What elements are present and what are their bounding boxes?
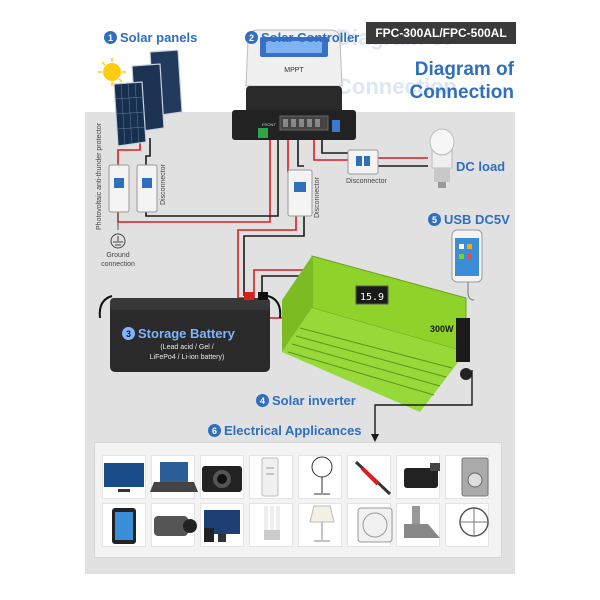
usb-phone-icon	[451, 229, 483, 301]
label-solar-controller: 2 Solar Controller	[245, 30, 359, 45]
camcorder-icon	[404, 463, 440, 488]
diagram-title-line2: Connection	[409, 82, 515, 103]
number-badge: 4	[256, 394, 269, 407]
label-dc-load: DC load	[456, 159, 505, 174]
protector-breaker-icon	[108, 164, 158, 213]
label-text: Solar panels	[120, 30, 198, 45]
number-badge: 3	[122, 327, 135, 340]
solar-controller-icon: MPPT FRONT	[232, 29, 356, 140]
disconnector-label: Disconnector	[314, 177, 321, 218]
label-solar-inverter: 4 Solar inverter	[256, 393, 356, 408]
label-text: Storage Battery	[138, 326, 235, 341]
number-badge: 5	[428, 213, 441, 226]
disconnector-label: Disconnector	[346, 178, 387, 185]
appliance-icons	[104, 456, 489, 544]
label-usb: 5 USB DC5V	[428, 212, 510, 227]
battery-disconnector-icon	[287, 169, 313, 217]
battery-types-line1: (Lead acid / Gel /	[160, 344, 214, 351]
label-solar-panels: 1 Solar panels	[104, 30, 197, 45]
label-text: Solar inverter	[272, 393, 356, 408]
load-disconnector-icon	[347, 149, 379, 175]
disconnector-label: Disconnector	[160, 164, 167, 205]
label-appliances: 6 Electrical Applicances	[208, 423, 362, 438]
protector-label: Photovoltaic anti-thunder protector	[96, 122, 103, 230]
label-text: Electrical Applicances	[224, 423, 362, 438]
label-text: USB DC5V	[444, 212, 510, 227]
ground-label: Ground connection	[100, 251, 136, 269]
model-badge: FPC-300AL/FPC-500AL	[366, 22, 516, 44]
battery-types-line2: LiFePo4 / Li-ion battery)	[149, 354, 225, 361]
solar-panels-icon	[98, 49, 183, 147]
number-badge: 1	[104, 31, 117, 44]
inverter-power-text: 300W	[430, 324, 454, 334]
label-text: Solar Controller	[261, 30, 360, 45]
number-badge: 2	[245, 31, 258, 44]
soldering-iron-icon	[354, 460, 392, 496]
number-badge: 6	[208, 424, 221, 437]
tv-icon	[104, 463, 144, 492]
floor-fan-icon	[311, 456, 333, 495]
box-fan-icon	[357, 507, 393, 543]
range-hood-icon	[404, 506, 440, 538]
laptop-icon	[150, 462, 198, 492]
inverter-display-readout: 15.9	[360, 292, 384, 303]
air-purifier-icon	[261, 457, 279, 497]
ghost-title-line2: Connection	[336, 74, 457, 99]
solar-inverter-icon: 15.9 300W	[282, 255, 473, 442]
label-storage-battery: 3 Storage Battery	[122, 326, 235, 341]
cfl-bulb-icon	[264, 506, 280, 540]
diagram-title-line1: Diagram of	[414, 59, 514, 80]
table-lamp-icon	[309, 505, 335, 542]
diagram-title: Diagram of Connection	[380, 58, 515, 104]
tablet-icon	[112, 508, 136, 544]
battery-types: (Lead acid / Gel / LiFePo4 / Li-ion batt…	[132, 343, 242, 363]
label-text: DC load	[456, 159, 506, 174]
ground-label-line1: Ground	[106, 252, 130, 259]
camera-icon	[202, 466, 242, 492]
ground-symbol-icon	[110, 233, 126, 249]
washing-machine-icon	[461, 457, 489, 497]
video-camera-icon	[154, 516, 197, 536]
desktop-computer-icon	[204, 510, 240, 542]
controller-mppt-text: MPPT	[284, 67, 304, 74]
storage-battery-icon	[98, 292, 282, 372]
controller-front-text: FRONT	[262, 122, 276, 127]
dc-load-bulb-icon	[429, 128, 455, 188]
ground-label-line2: connection	[101, 261, 135, 268]
desk-fan-icon	[459, 507, 489, 537]
